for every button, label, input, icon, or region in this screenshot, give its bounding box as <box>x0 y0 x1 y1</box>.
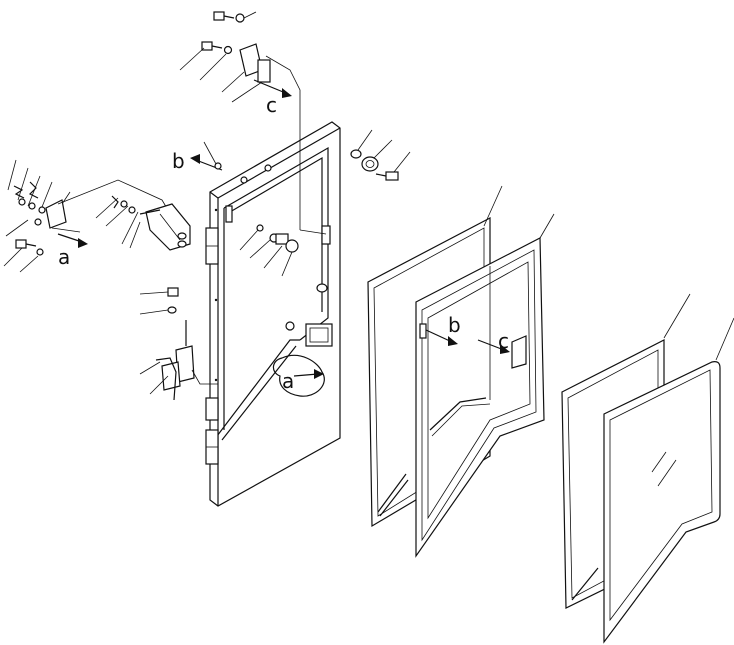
callout-a-left: a <box>58 245 70 269</box>
callout-a-bubble: a <box>272 354 325 397</box>
window-frame: b c <box>415 213 555 558</box>
callout-c-frame: c <box>498 329 509 353</box>
lower-lock-parts <box>139 287 218 401</box>
bolt <box>385 171 399 181</box>
washer <box>350 149 362 159</box>
nut <box>361 156 379 172</box>
callout-a-panel: a <box>282 369 294 393</box>
bolt <box>213 11 225 21</box>
door-panel <box>205 121 341 507</box>
lock-plate <box>45 199 67 229</box>
glass-pane <box>603 317 734 644</box>
right-fasteners <box>350 129 411 181</box>
callout-b-frame: b <box>448 313 461 337</box>
top-hinge-assembly: c <box>179 11 327 235</box>
callout-b-top: b <box>172 149 185 173</box>
latch-plate <box>321 225 331 245</box>
washer <box>235 13 245 23</box>
handle-recess <box>305 323 333 347</box>
middle-hinge <box>205 397 219 421</box>
callout-c-top: c <box>266 93 277 117</box>
callout-b-top-group: b <box>172 141 223 173</box>
left-lock-assembly: a <box>3 159 191 273</box>
mid-fasteners <box>239 224 299 277</box>
